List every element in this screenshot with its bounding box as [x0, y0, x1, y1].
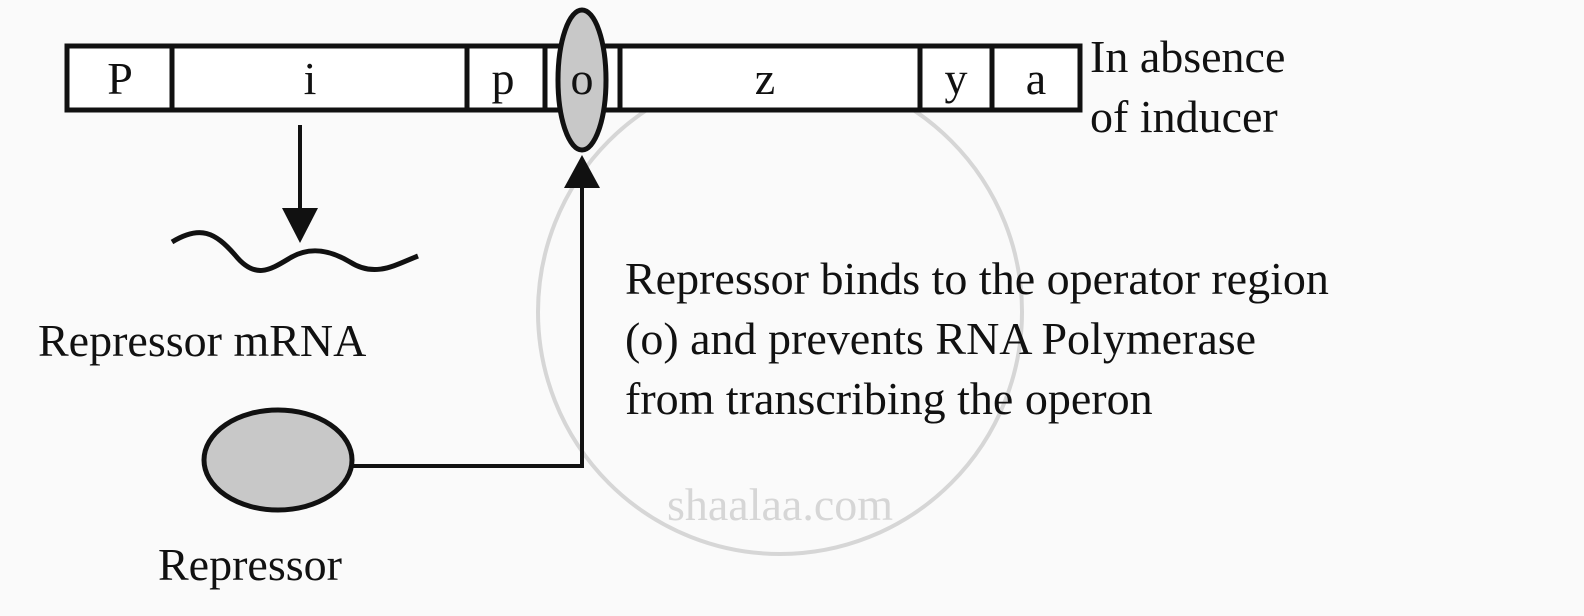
- watermark-text: shaalaa.com: [667, 479, 893, 530]
- gene-y: y: [945, 53, 968, 104]
- condition-line-2: of inducer: [1090, 91, 1278, 142]
- bound-repressor: [555, 7, 609, 153]
- gene-o: o: [571, 53, 594, 104]
- description-line-1: Repressor binds to the operator region: [625, 253, 1329, 304]
- repressor-label: Repressor: [158, 539, 342, 590]
- binding-arrow-head-icon: [564, 155, 600, 188]
- gene-P: P: [107, 53, 133, 104]
- mrna-wave: [170, 230, 419, 273]
- gene-a: a: [1026, 53, 1046, 104]
- gene-i: i: [304, 53, 317, 104]
- description-line-2: (o) and prevents RNA Polymerase: [625, 313, 1256, 364]
- gene-z: z: [755, 53, 775, 104]
- watermark: shaalaa.com: [536, 68, 1024, 556]
- condition-line-1: In absence: [1090, 31, 1285, 82]
- description-line-3: from transcribing the operon: [625, 373, 1153, 424]
- mrna-label: Repressor mRNA: [38, 315, 366, 366]
- binding-arrow-line: [352, 185, 584, 468]
- repressor-protein: [201, 407, 355, 513]
- transcription-arrow-head-icon: [282, 208, 318, 243]
- gene-p: p: [492, 53, 515, 104]
